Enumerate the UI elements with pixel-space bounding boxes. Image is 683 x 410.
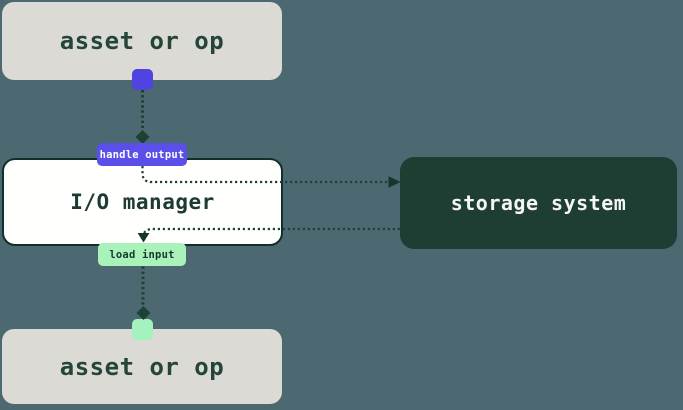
node-io-manager: I/O manager xyxy=(2,158,283,246)
input-port-icon xyxy=(132,319,153,340)
node-label: storage system xyxy=(450,191,627,215)
node-label: asset or op xyxy=(59,27,225,55)
node-asset-or-op-bottom: asset or op xyxy=(2,329,282,404)
node-label: asset or op xyxy=(59,352,225,381)
badge-label: load input xyxy=(109,248,175,261)
badge-load-input: load input xyxy=(98,243,186,266)
badge-handle-output: handle output xyxy=(97,143,187,166)
node-storage-system: storage system xyxy=(400,157,677,249)
diamond-icon xyxy=(136,306,151,320)
diamond-icon xyxy=(135,130,150,144)
output-port-icon xyxy=(132,69,153,90)
node-asset-or-op-top: asset or op xyxy=(2,2,282,80)
badge-label: handle output xyxy=(99,148,185,161)
node-label: I/O manager xyxy=(70,190,215,214)
arrow-right-icon xyxy=(388,176,401,188)
